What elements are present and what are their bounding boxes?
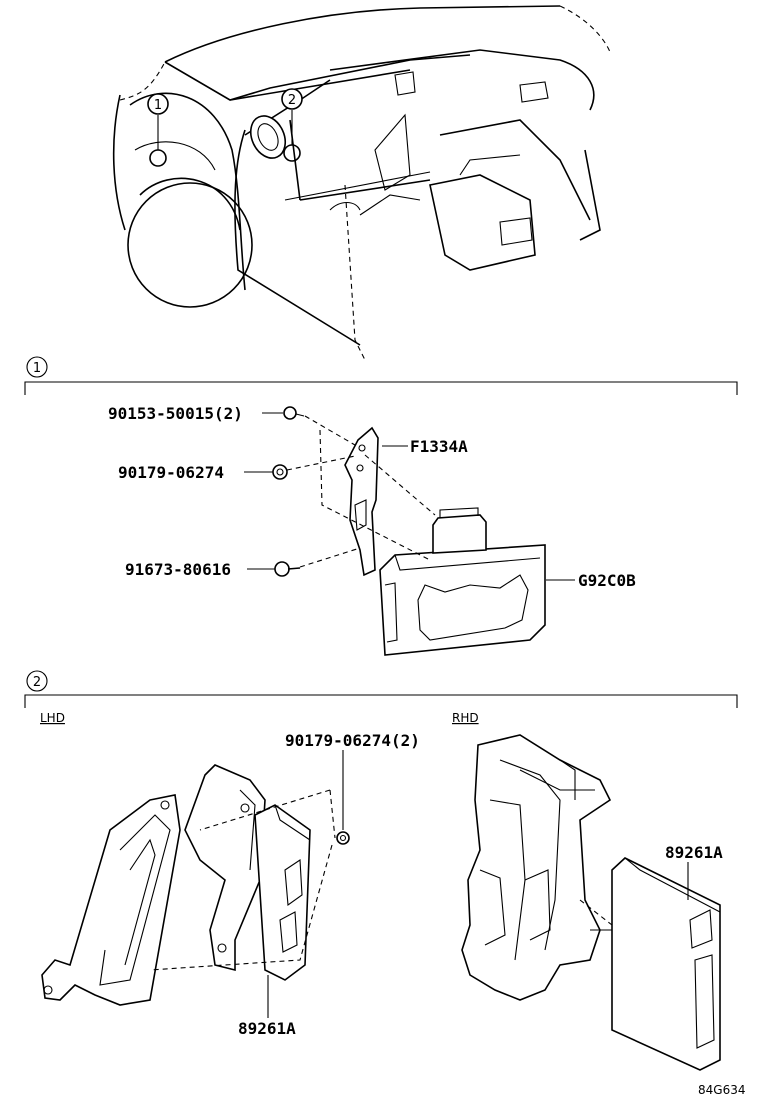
- vehicle-overview-illustration: 1 2: [112, 5, 611, 361]
- bracket-f1334a: [344, 426, 408, 577]
- vehicle-callout-1: 1: [147, 93, 169, 167]
- section-1-number: 1: [33, 361, 41, 376]
- section-1: 1: [24, 356, 738, 656]
- label-89261a-rhd: 89261A: [665, 843, 723, 862]
- label-f1334a: F1334A: [410, 437, 468, 456]
- rhd-label: RHD: [452, 711, 479, 725]
- label-g92c0b: G92C0B: [578, 571, 636, 590]
- vehicle-callout-2: 2: [281, 88, 303, 162]
- label-90153-50015: 90153-50015(2): [108, 404, 243, 423]
- label-91673-80616: 91673-80616: [125, 560, 231, 579]
- lhd-label: LHD: [40, 711, 65, 725]
- callout-2-text: 2: [288, 93, 296, 108]
- label-90179-06274-2: 90179-06274(2): [285, 731, 420, 750]
- rhd-assembly: [461, 734, 721, 1071]
- section-2-header: 2: [24, 670, 738, 708]
- lhd-assembly: [41, 750, 350, 1018]
- diagram-code: 84G634: [698, 1083, 745, 1097]
- nut-90179-06274: [244, 464, 288, 480]
- bolt-90153-50015: [262, 406, 305, 420]
- module-g92c0b: [379, 507, 575, 656]
- screw-91673-80616: [247, 561, 301, 577]
- callout-1-text: 1: [154, 98, 162, 113]
- section-1-header: 1: [24, 356, 738, 395]
- label-89261a-lhd: 89261A: [238, 1019, 296, 1038]
- label-90179-06274: 90179-06274: [118, 463, 224, 482]
- section-1-assembly-lines: [286, 415, 436, 568]
- section-2: 2 LHD RHD: [24, 670, 738, 1071]
- section-2-number: 2: [33, 675, 41, 690]
